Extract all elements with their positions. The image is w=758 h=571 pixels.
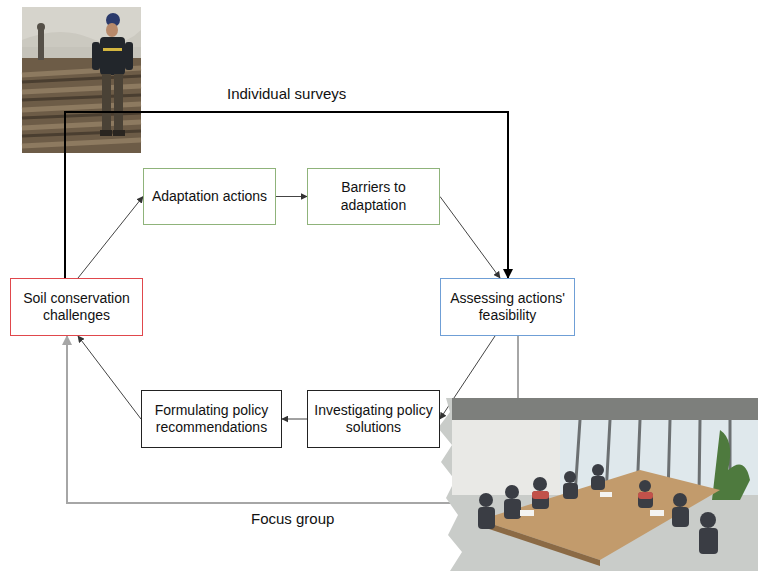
process-box: Formulating policy recommendations (141, 390, 282, 448)
process-box: Soil conservation challenges (10, 278, 143, 336)
flow-arrow (78, 197, 143, 279)
box-label: Formulating policy recommendations (147, 402, 276, 437)
box-label: Soil conservation challenges (16, 290, 137, 325)
box-label: Barriers to adaptation (313, 179, 434, 214)
flow-arrow (78, 336, 141, 419)
process-box: Adaptation actions (143, 168, 276, 225)
edge-label: Focus group (248, 510, 337, 527)
meeting-photo-image (438, 398, 758, 571)
flow-arrow (276, 196, 307, 197)
process-box: Assessing actions' feasibility (440, 278, 575, 336)
flow-arrow (282, 419, 307, 420)
flow-arrow (65, 112, 508, 278)
box-label: Assessing actions' feasibility (446, 290, 569, 325)
process-box: Barriers to adaptation (307, 168, 440, 225)
edge-label: Individual surveys (224, 85, 349, 102)
flow-arrow (440, 197, 500, 279)
field-photo-image (22, 7, 141, 153)
box-label: Adaptation actions (152, 188, 267, 206)
box-label: Investigating policy solutions (313, 402, 434, 437)
process-box: Investigating policy solutions (307, 390, 440, 448)
